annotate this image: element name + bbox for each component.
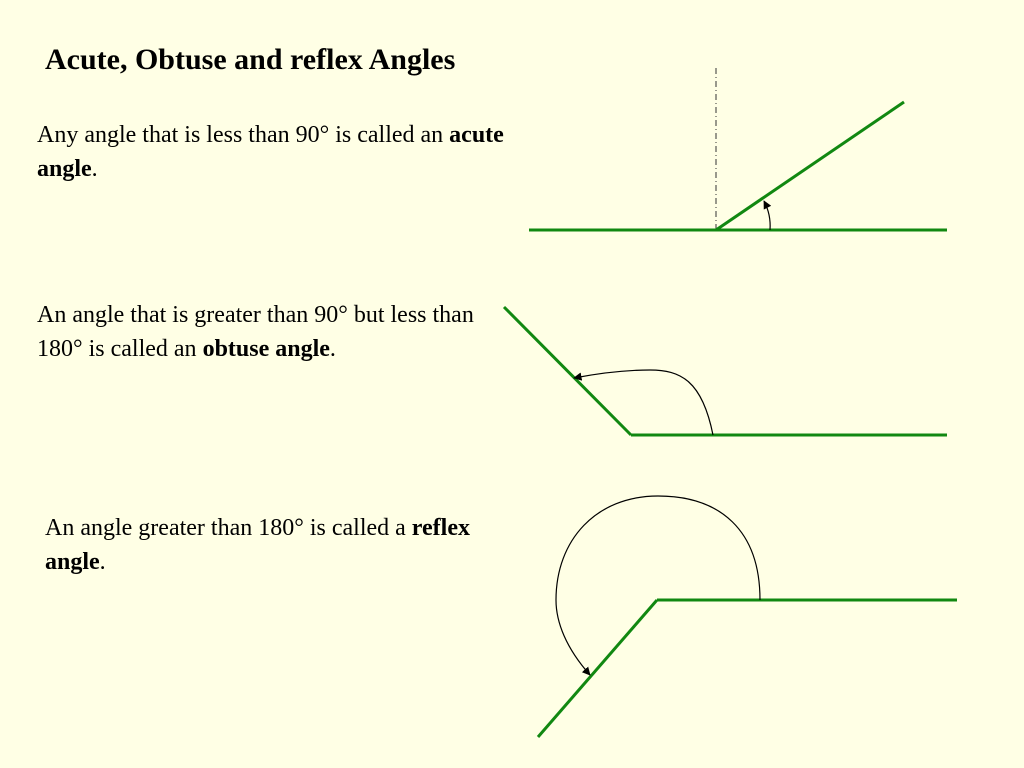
obtuse-period: . — [329, 336, 336, 362]
reflex-angle-arc — [555, 495, 761, 676]
page-title: Acute, Obtuse and reflex Angles — [45, 43, 456, 76]
reflex-period: . — [99, 549, 106, 575]
reflex-term: reflex angle — [45, 515, 470, 575]
obtuse-definition: An angle that is greater than 90° but le… — [37, 298, 477, 366]
acute-angle-diagram — [529, 68, 947, 232]
acute-angle-arc — [763, 200, 772, 231]
reflex-angle-diagram — [536, 495, 957, 738]
acute-definition: Any angle that is less than 90° is calle… — [37, 118, 537, 186]
reflex-arm-ray — [536, 599, 659, 738]
obtuse-angle-arc — [573, 369, 714, 436]
obtuse-definition-text: An angle that is greater than 90° but le… — [37, 302, 474, 362]
reflex-definition: An angle greater than 180° is called a r… — [45, 511, 515, 579]
obtuse-term: obtuse angle — [202, 336, 330, 362]
acute-arm-ray — [715, 100, 905, 232]
acute-period: . — [91, 156, 98, 182]
obtuse-angle-diagram — [502, 305, 947, 437]
reflex-definition-text: An angle greater than 180° is called a — [45, 515, 406, 541]
acute-definition-text: Any angle that is less than 90° is calle… — [37, 122, 444, 148]
obtuse-arm-ray — [502, 305, 633, 437]
acute-term: acute angle — [37, 122, 504, 182]
